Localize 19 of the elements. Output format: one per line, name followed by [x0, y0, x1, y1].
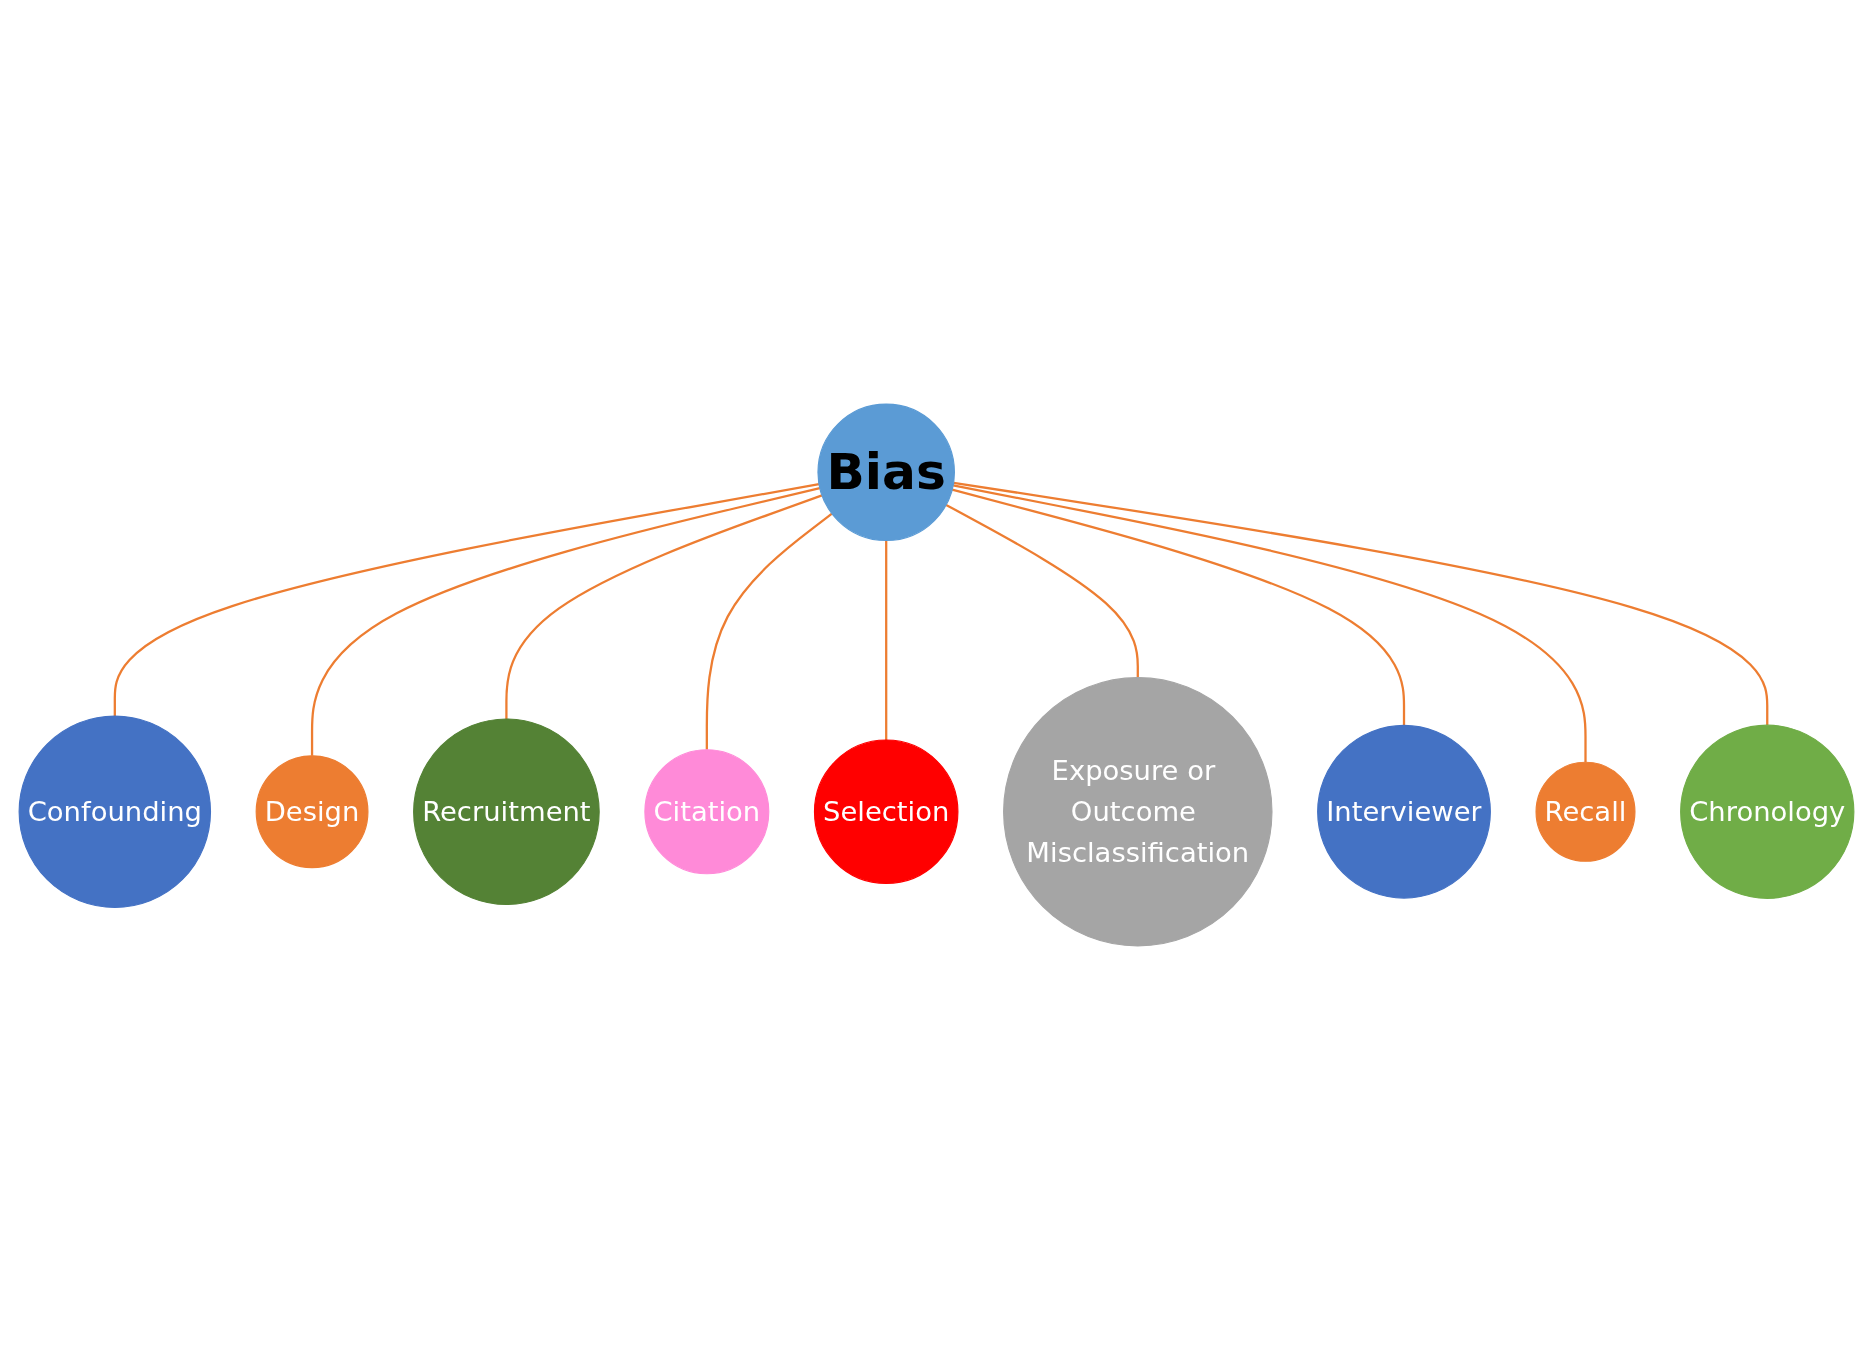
connector: [952, 484, 1587, 763]
node-circle: Citation: [644, 749, 770, 875]
node-circle: Selection: [813, 739, 959, 885]
node-circle: Confounding: [18, 715, 212, 908]
connector: [310, 487, 821, 756]
connector: [113, 483, 820, 717]
node-circle: Exposure or Outcome Misclassification: [1003, 677, 1273, 947]
node-circle: Bias: [817, 403, 955, 542]
connector: [885, 540, 888, 741]
connector: [505, 494, 823, 719]
connector: [953, 481, 1769, 726]
connector: [951, 488, 1406, 726]
node-circle: Design: [255, 755, 369, 869]
node-circle: Recall: [1535, 761, 1636, 862]
connector: [705, 512, 833, 750]
node-circle: Chronology: [1680, 724, 1855, 899]
node-circle: Interviewer: [1317, 724, 1491, 899]
node-circle: Recruitment: [413, 718, 600, 906]
connector: [945, 503, 1139, 678]
